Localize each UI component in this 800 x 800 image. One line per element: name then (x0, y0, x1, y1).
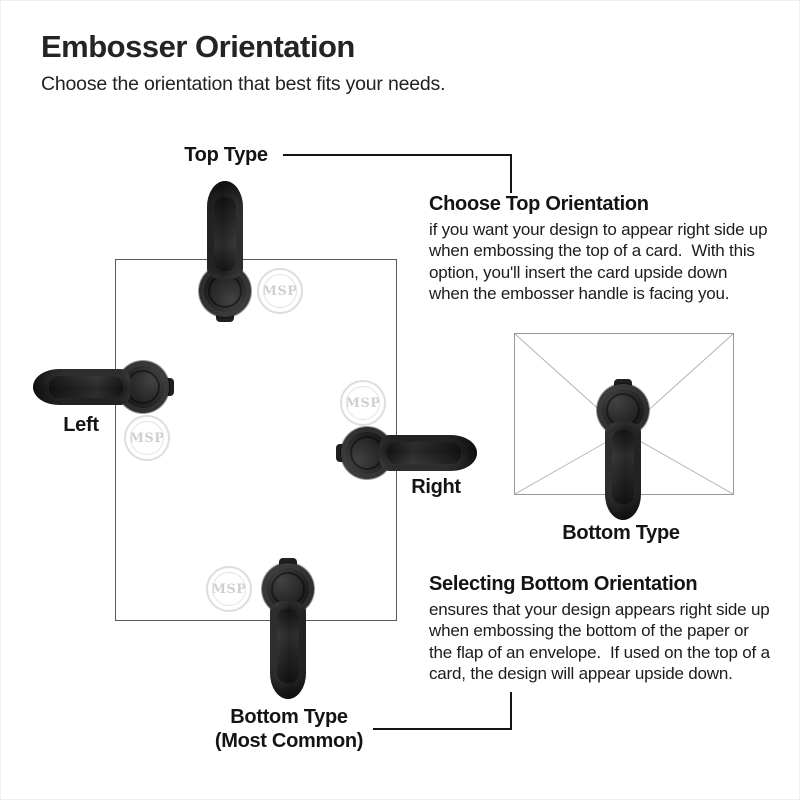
note-heading: Choose Top Orientation (429, 193, 649, 215)
embosser-handle (379, 435, 477, 471)
label-left: Left (63, 414, 99, 436)
embosser-handle (207, 181, 243, 279)
seal-text: MSP (262, 283, 298, 299)
page-title: Embosser Orientation (41, 29, 355, 64)
embosser-bottom (260, 558, 316, 711)
label-bottom-type-envelope: Bottom Type (562, 522, 680, 544)
seal-text: MSP (345, 395, 381, 411)
label-bottom-type-most-common: Bottom Type (Most Common) (214, 706, 364, 752)
embosser-right (336, 425, 489, 481)
embosser-envelope (595, 379, 651, 532)
msp-seal-watermark: MSP (340, 380, 386, 426)
embosser-handle (605, 422, 641, 520)
note-bottom-orientation: Selecting Bottom Orientation ensures tha… (429, 573, 791, 684)
embosser-left (21, 359, 174, 415)
msp-seal-watermark: MSP (206, 566, 252, 612)
embosser-top (197, 169, 253, 322)
msp-seal-watermark: MSP (257, 268, 303, 314)
embosser-handle (33, 369, 131, 405)
label-top-type: Top Type (184, 144, 268, 166)
note-top-orientation: Choose Top Orientation if you want your … (429, 193, 791, 304)
label-right: Right (411, 476, 461, 498)
connector-top-type-line (283, 154, 512, 193)
note-heading: Selecting Bottom Orientation (429, 573, 698, 595)
seal-text: MSP (211, 581, 247, 597)
embosser-handle (270, 601, 306, 699)
note-body: ensures that your design appears right s… (429, 600, 770, 683)
page-subtitle: Choose the orientation that best fits yo… (41, 73, 446, 95)
connector-bottom-type-line (373, 692, 512, 730)
msp-seal-watermark: MSP (124, 415, 170, 461)
seal-text: MSP (129, 430, 165, 446)
note-body: if you want your design to appear right … (429, 220, 768, 303)
